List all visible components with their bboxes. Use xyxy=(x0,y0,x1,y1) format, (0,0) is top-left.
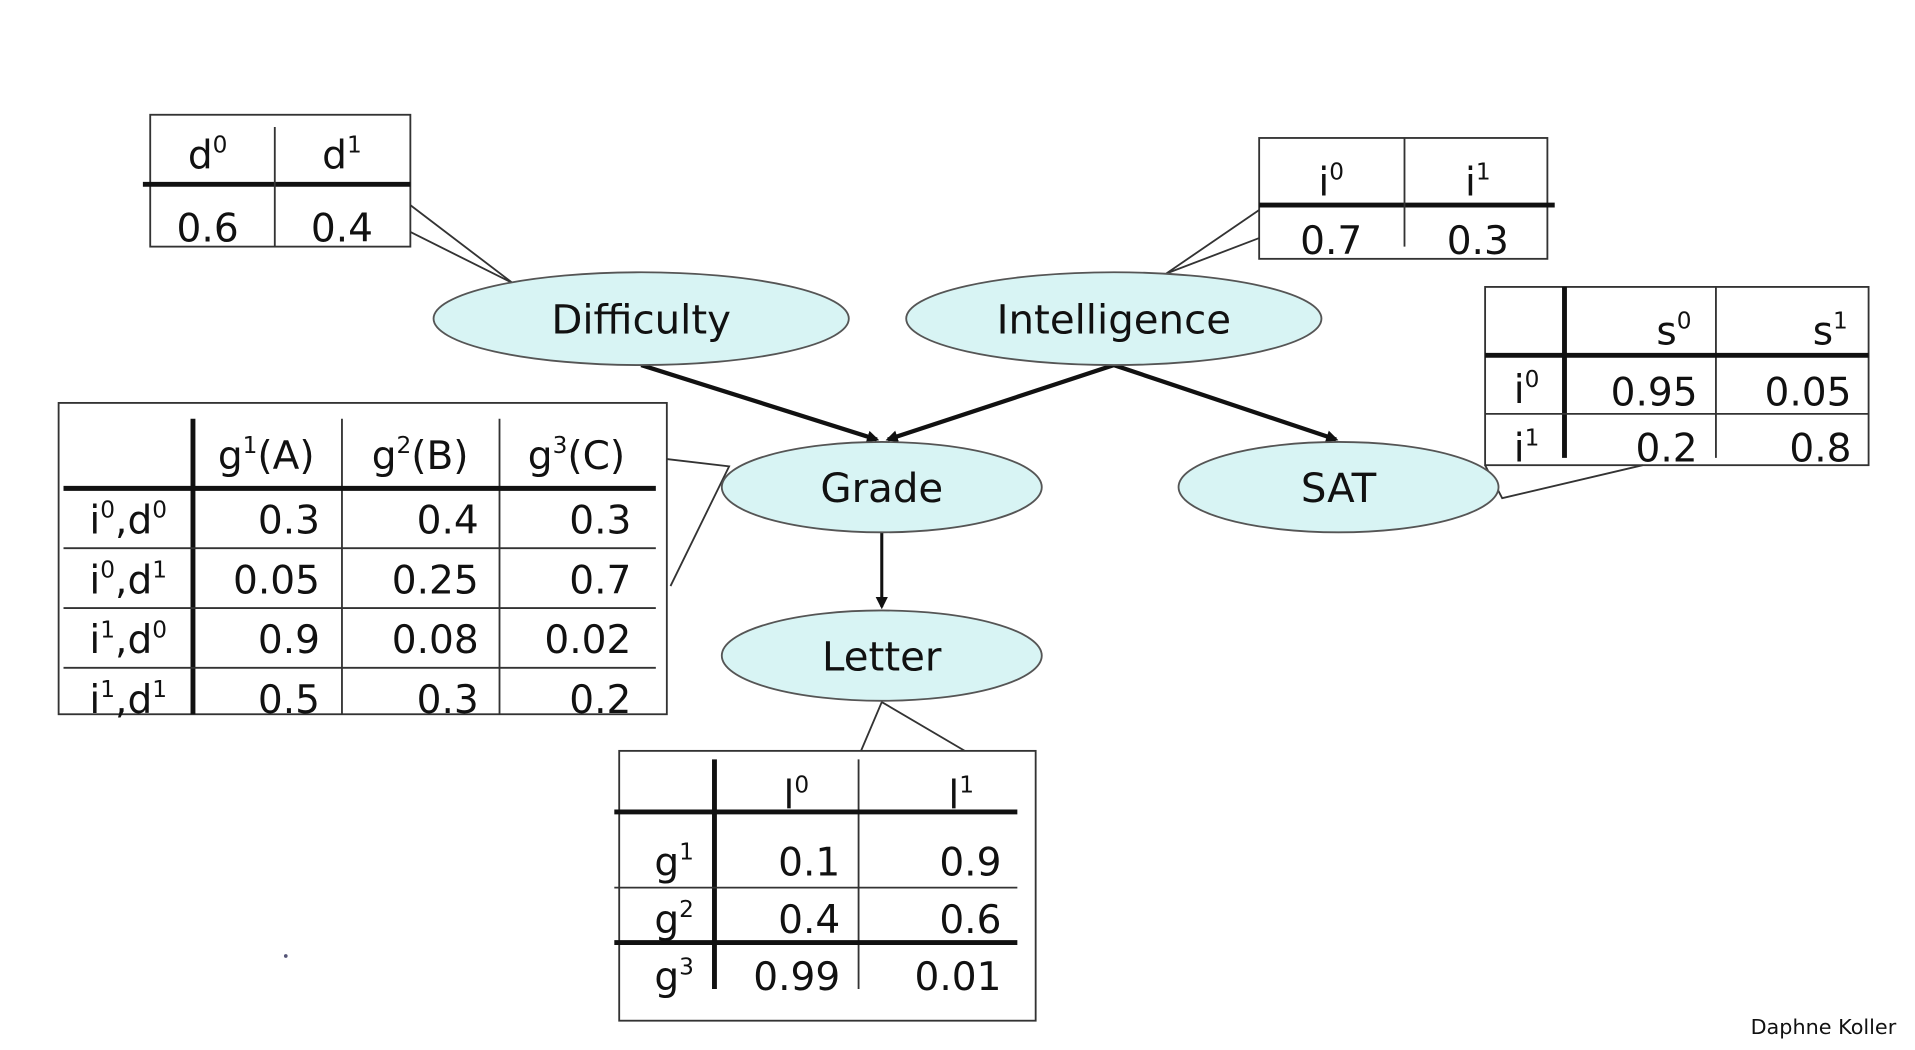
table-cell: 0.2 xyxy=(1635,427,1697,472)
node-difficulty[interactable]: Difficulty xyxy=(432,271,850,366)
row-label: g3 xyxy=(654,953,694,1000)
header-l0: l0 xyxy=(783,771,809,818)
node-label: Difficulty xyxy=(551,296,731,343)
difficulty-cpd-table: d0 d1 0.6 0.4 xyxy=(142,113,514,285)
header-l1: l1 xyxy=(948,771,974,818)
row-label: i0,d0 xyxy=(89,497,167,544)
table-cell: 0.95 xyxy=(1611,370,1698,415)
letter-cpd-table: l0 l1 g1 0.1 0.9 g2 0.4 0.6 g3 0.99 0.01 xyxy=(614,700,1037,1022)
edge-difficulty-grade xyxy=(640,363,880,443)
grade-cpd-table: g1(A) g2(B) g3(C) i0,d0 0.3 0.4 0.3 i0,d1 0.0… xyxy=(57,401,731,723)
node-sat[interactable]: SAT xyxy=(1177,441,1500,534)
row-label: g1 xyxy=(654,839,694,886)
header-g2: g2(B) xyxy=(372,432,469,479)
row-label: i0,d1 xyxy=(89,557,167,604)
table-cell: 0.3 xyxy=(417,678,479,723)
table-cell: 0.02 xyxy=(544,618,631,663)
table-cell: 0.4 xyxy=(778,898,840,943)
row-label: i1 xyxy=(1514,425,1540,472)
table-cell: 0.05 xyxy=(1764,370,1851,415)
table-cell: 0.3 xyxy=(258,499,320,544)
table-cell: 0.05 xyxy=(233,558,320,603)
table-cell: 0.7 xyxy=(569,558,631,603)
table-cell: 0.8 xyxy=(1789,427,1851,472)
row-label: i0 xyxy=(1514,366,1540,413)
table-cell: 0.9 xyxy=(258,618,320,663)
callout-line xyxy=(409,204,514,285)
sat-cpd-table: s0 s1 i0 0.95 0.05 i1 0.2 0.8 xyxy=(1484,286,1870,500)
value-d1: 0.4 xyxy=(311,207,373,252)
table-cell: 0.5 xyxy=(258,678,320,723)
row-label: i1,d0 xyxy=(89,616,167,663)
row-label: g2 xyxy=(654,896,694,943)
stray-dot xyxy=(283,954,288,958)
table-cell: 0.2 xyxy=(569,678,631,723)
callout-line xyxy=(1165,209,1260,275)
header-i1: i1 xyxy=(1465,158,1491,205)
callout-line xyxy=(666,458,731,587)
header-g1: g1(A) xyxy=(218,432,315,479)
callout-line xyxy=(860,700,966,752)
table-cell: 0.3 xyxy=(569,499,631,544)
node-label: Grade xyxy=(820,465,943,512)
table-cell: 0.6 xyxy=(939,898,1001,943)
node-label: Intelligence xyxy=(997,296,1231,343)
node-grade[interactable]: Grade xyxy=(720,441,1043,534)
header-d0: d0 xyxy=(188,132,228,179)
row-label: i1,d1 xyxy=(89,676,167,723)
value-i1: 0.3 xyxy=(1447,219,1509,264)
header-i0: i0 xyxy=(1318,158,1344,205)
table-cell: 0.99 xyxy=(753,955,840,1000)
table-cell: 0.1 xyxy=(778,840,840,885)
value-d0: 0.6 xyxy=(177,207,239,252)
header-g3: g3(C) xyxy=(528,432,625,479)
header-s1: s1 xyxy=(1813,307,1848,354)
author-credit: Daphne Koller xyxy=(1751,1015,1897,1039)
callout-line xyxy=(1484,464,1643,500)
edge-intelligence-sat xyxy=(1113,363,1339,443)
intelligence-cpd-table: i0 i1 0.7 0.3 xyxy=(1165,137,1555,275)
header-s0: s0 xyxy=(1656,307,1691,354)
node-label: SAT xyxy=(1301,465,1377,512)
table-cell: 0.25 xyxy=(392,558,479,603)
table-cell: 0.01 xyxy=(914,955,1001,1000)
table-cell: 0.9 xyxy=(939,840,1001,885)
node-letter[interactable]: Letter xyxy=(720,609,1043,702)
value-i0: 0.7 xyxy=(1300,219,1362,264)
table-cell: 0.08 xyxy=(392,618,479,663)
node-label: Letter xyxy=(822,633,942,680)
header-d1: d1 xyxy=(322,132,362,179)
edge-intelligence-grade xyxy=(885,363,1115,443)
node-intelligence[interactable]: Intelligence xyxy=(905,271,1323,366)
table-cell: 0.4 xyxy=(417,499,479,544)
